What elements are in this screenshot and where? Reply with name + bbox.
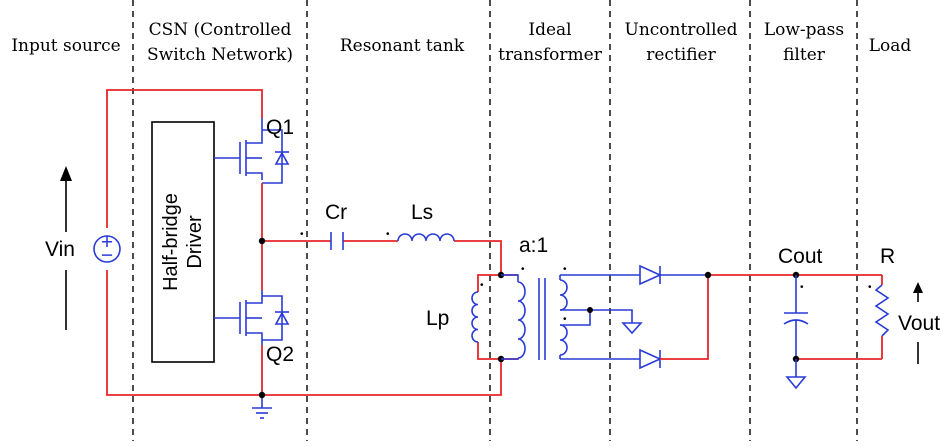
junction-node (258, 391, 266, 399)
mosfet-q1: Q1 (214, 116, 294, 241)
vin-plus-sign: + (101, 231, 113, 254)
header-input-source: Input source (11, 36, 120, 56)
lp-label: Lp (426, 307, 449, 330)
ground-icon (785, 359, 807, 390)
arrow-up-icon (60, 166, 72, 181)
header-transformer-line1: Ideal (528, 20, 571, 40)
header-rectifier-line2: rectifier (646, 45, 716, 65)
capacitor-cout: • Cout (778, 245, 823, 363)
section-headers: Input source CSN (Controlled Switch Netw… (11, 20, 911, 65)
junction-node (704, 271, 712, 279)
header-load: Load (869, 36, 912, 56)
dot-mark: • (563, 264, 567, 275)
inductor-ls: • Ls (386, 201, 455, 242)
q1-label: Q1 (266, 116, 294, 139)
ls-label: Ls (411, 201, 433, 224)
transformer: • • • a:1 (501, 234, 568, 360)
dot-mark: • (480, 280, 484, 291)
power-wires (106, 89, 882, 396)
header-lowpass-line1: Low-pass (764, 20, 844, 40)
vout-indicator: Vout (898, 282, 940, 364)
header-lowpass-line2: filter (783, 45, 826, 65)
ground-icon (252, 395, 272, 419)
voltage-source-icon (93, 235, 121, 263)
header-resonant-tank: Resonant tank (340, 36, 465, 56)
r-label: R (880, 245, 895, 268)
header-csn-line2: Switch Network) (147, 45, 293, 65)
header-rectifier-line1: Uncontrolled (625, 20, 738, 40)
ground-icon (621, 322, 643, 335)
half-bridge-driver: Half-bridge Driver (151, 121, 215, 363)
body-diode-icon (274, 151, 290, 165)
dot-mark: • (868, 282, 872, 293)
vout-label: Vout (898, 312, 940, 335)
dot-mark: • (800, 282, 804, 293)
center-tap (560, 307, 643, 335)
vin-label: Vin (45, 238, 75, 261)
cout-label: Cout (778, 245, 823, 268)
driver-label-line1: Half-bridge (160, 193, 182, 291)
inductor-lp: • Lp (426, 280, 484, 343)
input-source: + − Vin (45, 166, 121, 330)
resistor-r: • R (868, 245, 895, 359)
body-diode-icon (274, 311, 290, 325)
header-csn-line1: CSN (Controlled (149, 20, 292, 40)
diode-icon (639, 264, 662, 286)
dot-mark: • (300, 229, 304, 240)
diode-icon (639, 348, 662, 370)
mosfet-q2: Q2 (214, 241, 294, 395)
driver-label-line2: Driver (184, 215, 206, 269)
arrow-up-icon (913, 282, 923, 293)
dot-mark: • (386, 229, 390, 240)
vin-minus-sign: − (101, 244, 113, 267)
section-dividers (132, 0, 858, 441)
rectifier (560, 264, 712, 370)
junction-node (587, 307, 593, 313)
q2-label: Q2 (266, 343, 294, 366)
dot-mark: • (563, 314, 567, 325)
capacitor-cr: • Cr (300, 201, 347, 250)
turns-ratio-label: a:1 (519, 234, 548, 257)
dot-mark: • (521, 264, 525, 275)
junction-node (258, 237, 266, 245)
cr-label: Cr (325, 201, 347, 224)
header-transformer-line2: transformer (498, 45, 603, 65)
